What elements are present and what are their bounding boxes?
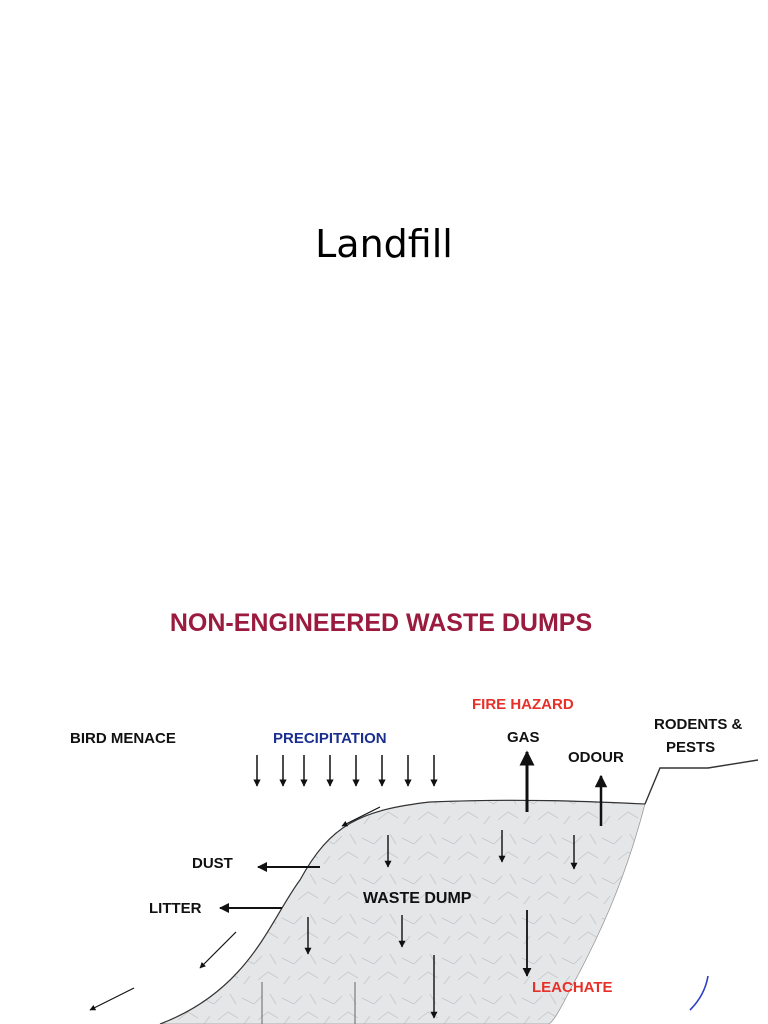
percolation-arrows [304, 830, 578, 1019]
litter-label: LITTER [149, 900, 202, 917]
diagram-heading: NON-ENGINEERED WASTE DUMPS [170, 609, 592, 637]
runoff-arrows [89, 806, 381, 1011]
dust-label: DUST [192, 855, 233, 872]
precipitation-arrows [253, 755, 438, 787]
groundwater-line [689, 975, 709, 1011]
ground-line-left [159, 799, 646, 1024]
runoff-arrow [199, 931, 237, 969]
waste-dump-diagram: NON-ENGINEERED WASTE DUMPS BIRD MENACE P… [70, 609, 759, 1024]
slide-title: Landfill [315, 222, 453, 266]
ground-line [644, 759, 759, 805]
fire-hazard-label: FIRE HAZARD [472, 696, 574, 713]
odour-label: ODOUR [568, 749, 624, 766]
rodents-label-line2: PESTS [666, 739, 715, 756]
runoff-arrow [341, 806, 381, 827]
leachate-label: LEACHATE [532, 979, 613, 996]
runoff-arrow [89, 987, 135, 1011]
bird-menace-label: BIRD MENACE [70, 730, 176, 747]
gas-label: GAS [507, 729, 540, 746]
precipitation-label: PRECIPITATION [273, 730, 387, 747]
waste-dump-label: WASTE DUMP [363, 890, 472, 907]
rodents-label-line1: RODENTS & [654, 716, 743, 733]
